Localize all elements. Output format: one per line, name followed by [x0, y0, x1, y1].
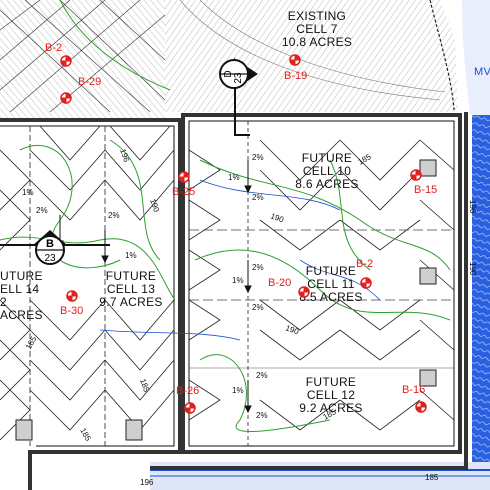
- slope-label: 1%: [228, 173, 240, 182]
- section-sheet: 23: [233, 72, 244, 84]
- slope-label: 1%: [232, 276, 244, 285]
- cell-status: UTURE: [0, 269, 43, 283]
- section-letter: B: [46, 238, 54, 250]
- contour-label: 190: [269, 211, 285, 224]
- boring-icon: [410, 169, 422, 181]
- existing-contours: [0, 0, 451, 433]
- cell-status: FUTURE: [105, 269, 157, 283]
- boring-label: B-15: [414, 184, 438, 196]
- contour-label: 190: [148, 198, 161, 214]
- boring-label: B-29: [78, 76, 102, 88]
- edge-label: MV: [474, 66, 490, 78]
- cell-7-label: EXISTING CELL 7 10.8 ACRES: [272, 10, 362, 49]
- boring-label: B-2: [45, 42, 63, 54]
- cell-13-label: FUTURE CELL 13 9.7 ACRES: [86, 270, 176, 309]
- contour-label: 196: [468, 200, 477, 214]
- cell-10-label: FUTURE CELL 10 8.6 ACRES: [282, 152, 372, 191]
- boring-label: B-2: [356, 258, 374, 270]
- boring-icon: [184, 402, 196, 414]
- cell-name: CELL 12: [306, 388, 356, 402]
- boring-icon: [178, 171, 190, 183]
- slope-label: 1%: [22, 188, 34, 197]
- cell-status: FUTURE: [305, 375, 357, 389]
- contour-label: 196: [140, 478, 154, 487]
- slope-label: 2%: [252, 193, 264, 202]
- boring-icon: [60, 55, 72, 67]
- cell-area: 8.6 ACRES: [295, 177, 359, 191]
- boring-label: B-30: [60, 305, 84, 317]
- cell-name: ELL 14: [0, 282, 40, 296]
- cell-area: 8.5 ACRES: [299, 290, 363, 304]
- slope-label: 2%: [108, 211, 120, 220]
- contour-label: 190: [284, 323, 300, 336]
- section-marker-d: D 23: [219, 58, 258, 90]
- cell-area: 9.2 ACRES: [299, 401, 363, 415]
- boring-icon: [415, 401, 427, 413]
- cell-area: 2 ACRES: [0, 295, 43, 322]
- slope-label: 2%: [252, 153, 264, 162]
- perimeter-berm: [0, 112, 468, 490]
- cell-status: EXISTING: [287, 9, 347, 23]
- cell-area: 9.7 ACRES: [99, 295, 163, 309]
- slope-label: 2%: [36, 206, 48, 215]
- cell-12-label: FUTURE CELL 12 9.2 ACRES: [286, 376, 376, 415]
- section-letter: D: [223, 70, 234, 77]
- contour-label: 196: [118, 148, 131, 164]
- slope-label: 2%: [252, 263, 264, 272]
- boring-label: B-20: [268, 277, 292, 289]
- cell-name: CELL 11: [307, 277, 355, 291]
- slope-label: 2%: [252, 303, 264, 312]
- slope-label: 2%: [256, 371, 268, 380]
- contour-label: 190: [468, 262, 477, 276]
- cell-name: CELL 13: [106, 282, 156, 296]
- boring-icon: [298, 286, 310, 298]
- boring-icon: [60, 92, 72, 104]
- slope-label: 1%: [232, 386, 244, 395]
- boring-label: B-26: [176, 385, 200, 397]
- cell-13-14-grading: [0, 125, 175, 446]
- boring-icon: [66, 290, 78, 302]
- cell-area: 10.8 ACRES: [281, 35, 353, 49]
- hydrology-lines: [99, 179, 381, 341]
- cell-status: FUTURE: [301, 151, 353, 165]
- cell-14-label: UTURE ELL 14 2 ACRES: [0, 270, 48, 322]
- cell-11-label: FUTURE CELL 11 8.5 ACRES: [286, 265, 376, 304]
- contour-label: 185: [425, 473, 439, 482]
- boring-icon: [360, 277, 372, 289]
- boring-label: B-16: [402, 384, 426, 396]
- boring-label: B-25: [172, 186, 196, 198]
- section-marker-b: B 23: [32, 230, 68, 265]
- slope-label: 1%: [125, 251, 137, 260]
- cell-name: CELL 10: [302, 164, 352, 178]
- sump-symbols: [15, 159, 437, 441]
- slope-label: 2%: [256, 411, 268, 420]
- contour-label: 185: [138, 378, 151, 394]
- cell-status: FUTURE: [305, 264, 357, 278]
- section-sheet: 23: [44, 253, 56, 264]
- cell-14-upper-grading: [0, 0, 166, 113]
- boring-label: B-19: [284, 70, 308, 82]
- boring-icon: [289, 54, 301, 66]
- cell-name: CELL 7: [296, 22, 338, 36]
